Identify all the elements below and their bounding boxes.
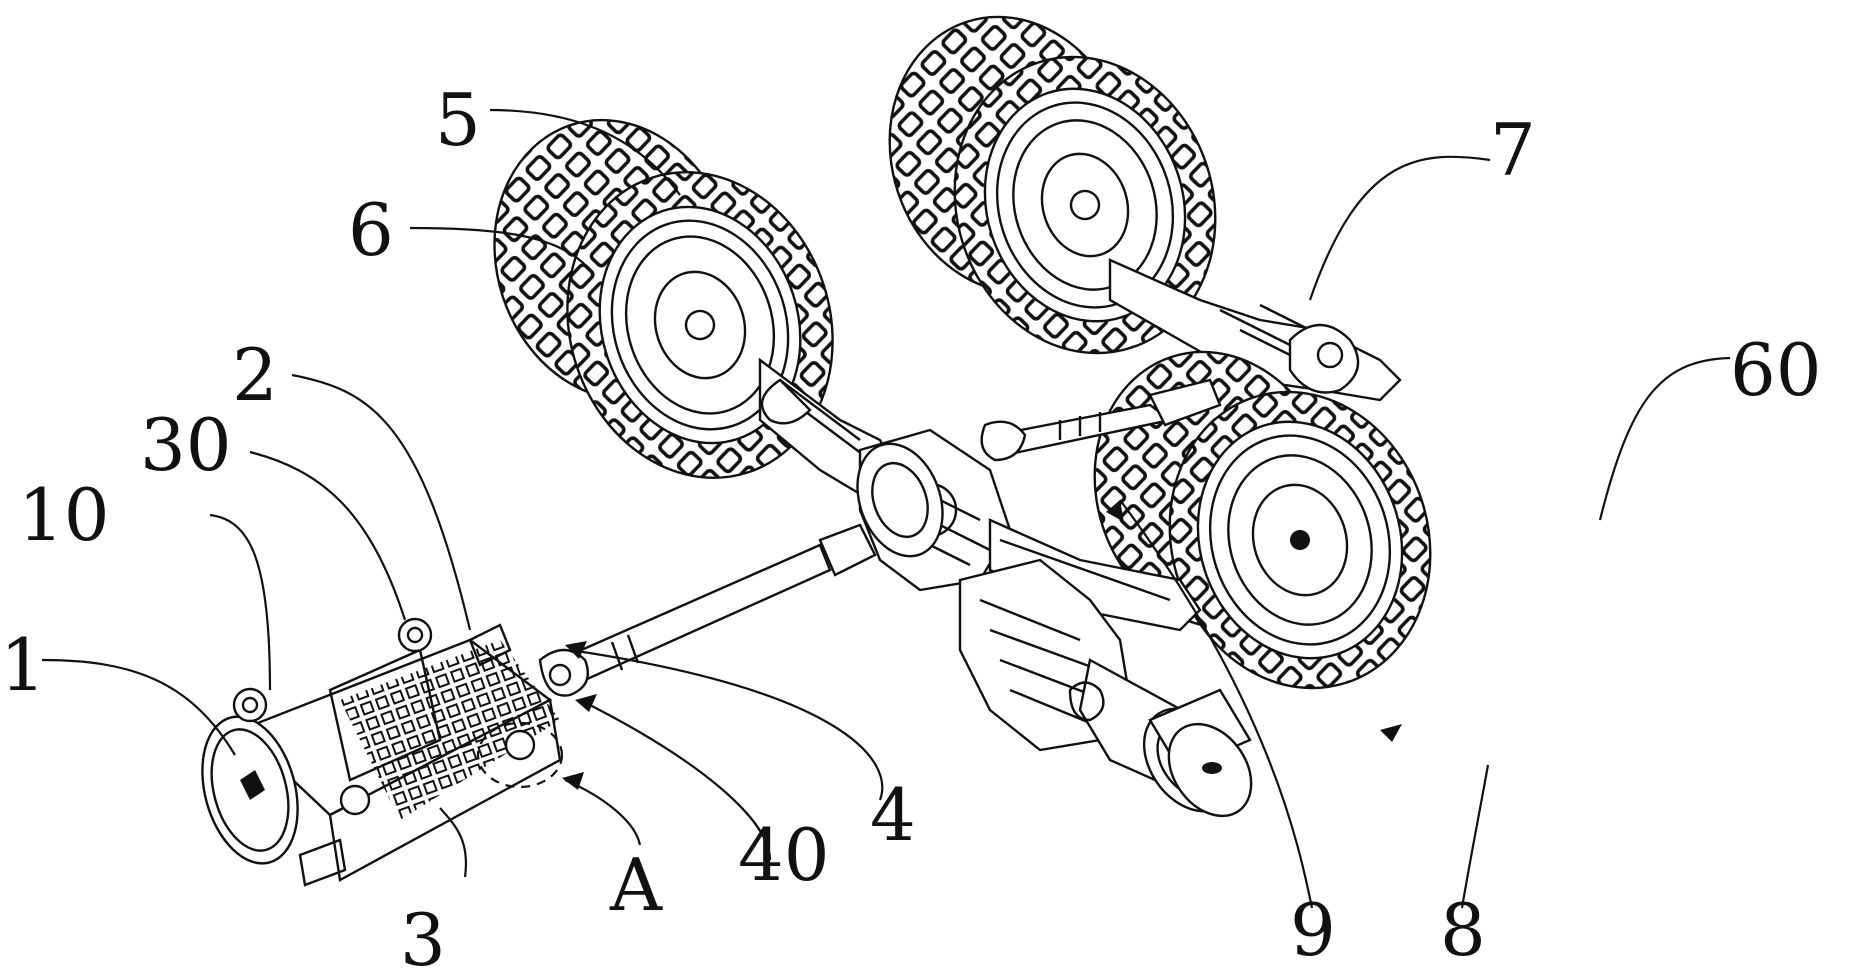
transfer-gearbox <box>958 558 1253 818</box>
label-6: 6 <box>348 188 394 272</box>
motor-assembly <box>201 617 562 887</box>
main-drive-shaft <box>538 523 877 697</box>
label-10: 10 <box>18 473 110 557</box>
rear-axle-housing <box>1108 258 1402 402</box>
label-8: 8 <box>1440 888 1486 972</box>
front-axle-assembly <box>758 357 1202 632</box>
label-1: 1 <box>0 623 46 707</box>
label-9: 9 <box>1290 888 1336 972</box>
label-3: 3 <box>400 898 446 972</box>
leader-arrowheads <box>562 500 1402 790</box>
label-5: 5 <box>435 78 481 162</box>
label-a: A <box>609 843 663 927</box>
label-4: 4 <box>870 773 916 857</box>
label-60: 60 <box>1730 328 1822 412</box>
label-40: 40 <box>738 813 830 897</box>
label-30: 30 <box>140 403 232 487</box>
label-7: 7 <box>1490 108 1536 192</box>
leader-lines <box>41 108 1731 909</box>
detail-a-marker <box>476 721 564 789</box>
rear-drive-shaft <box>980 378 1222 462</box>
label-2: 2 <box>232 333 278 417</box>
